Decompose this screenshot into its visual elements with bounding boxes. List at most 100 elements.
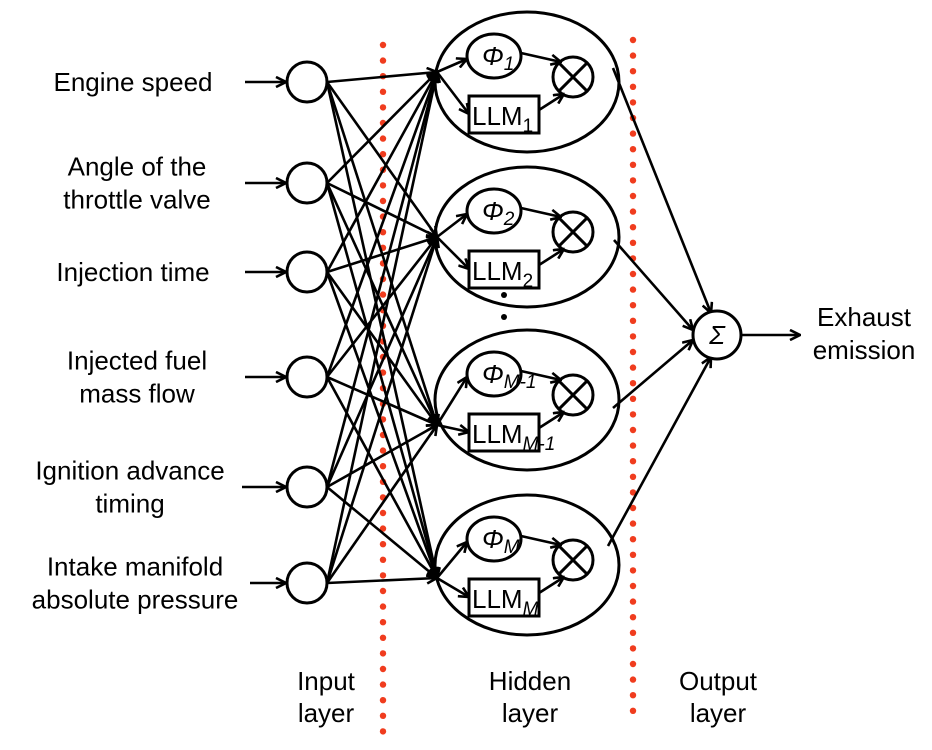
input-label: Intake manifold (47, 552, 223, 582)
output-label: Exhaust (817, 302, 912, 332)
separator-dot (629, 582, 637, 590)
phi-symbol-char: Φ (482, 359, 504, 389)
separator-dot (629, 333, 637, 340)
separator-dot (629, 629, 637, 636)
separator-dot (629, 239, 637, 246)
phi-symbol: Φ1 (482, 41, 514, 75)
separator-dot (379, 697, 387, 704)
arrow-llm-to-multiply (538, 249, 564, 267)
local-linear-model-box (467, 94, 541, 135)
input-node-group: Injection time (56, 250, 329, 294)
input-to-hidden-connection (326, 578, 437, 583)
phi-symbol-char: Φ (482, 524, 504, 554)
separator-dot (379, 291, 387, 298)
separator-dot (379, 587, 387, 595)
separator-dot (629, 645, 637, 652)
hidden-neuron-ellipse (433, 328, 621, 472)
arrow-llm-to-multiply (538, 577, 564, 595)
separator-dot (379, 525, 387, 532)
input-to-hidden-connection (325, 72, 437, 488)
separator-dot (629, 442, 637, 449)
input-neuron (285, 250, 329, 294)
input-neuron (285, 465, 329, 509)
separator-dot (379, 712, 387, 719)
connections (325, 72, 437, 584)
input-label: absolute pressure (32, 585, 239, 615)
multiply-icon (551, 538, 595, 582)
separator-dotted-line-2 (629, 36, 637, 714)
separator-dot (379, 104, 387, 111)
separator-dot (629, 598, 637, 605)
input-label: mass flow (79, 379, 195, 409)
separator-dot (629, 161, 637, 168)
input-to-hidden-connection (326, 72, 437, 84)
arrow-llm-to-multiply (538, 412, 564, 430)
separator-dot (629, 395, 637, 402)
llm-subscript: 1 (523, 116, 534, 137)
phi-symbol: Φ2 (482, 196, 515, 230)
input-to-hidden-connection (326, 375, 437, 425)
separator-dot (379, 41, 387, 49)
input-label: Injected fuel (67, 346, 207, 376)
separator-dot (379, 650, 387, 657)
separator-dot (379, 603, 387, 610)
phi-subscript: M (504, 537, 520, 558)
ellipsis-dot (501, 314, 507, 320)
separator-dot (629, 286, 637, 293)
hidden-to-output-connection (612, 340, 693, 409)
arrow-phi-to-multiply (520, 51, 561, 62)
multiply-icon (551, 373, 595, 417)
arrow-to-llm (436, 236, 469, 269)
separator-dot (629, 364, 637, 371)
input-neuron (285, 161, 329, 205)
llm-text: LLM (472, 419, 523, 449)
separator-dot (379, 229, 387, 236)
separator-dot (629, 208, 637, 215)
separator-dot (629, 36, 637, 44)
separator-dot (379, 151, 387, 158)
sum-symbol: Σ (708, 320, 726, 350)
separator-dot (629, 317, 637, 324)
multiply-cross-line (557, 61, 589, 93)
phi-subscript: 1 (504, 54, 515, 75)
input-label: timing (95, 489, 164, 519)
input-label: throttle valve (63, 185, 210, 215)
input-neuron (285, 60, 329, 104)
layer-label-line: Output (679, 666, 758, 696)
input-to-hidden-connection (325, 237, 437, 488)
separator-dot (379, 728, 387, 735)
multiply-cross-line (557, 544, 589, 576)
llm-subscript: M-1 (523, 434, 556, 455)
ellipsis-dot (501, 292, 507, 298)
separator-dot (629, 426, 637, 434)
arrow-to-llm (436, 423, 469, 432)
llm-text: LLM (472, 101, 523, 131)
separator-dot (629, 348, 637, 356)
separator-dot (629, 177, 637, 184)
input-label: Injection time (56, 257, 209, 287)
input-to-hidden-connection (326, 425, 437, 489)
multiply-cross-line (557, 216, 589, 248)
separator-dot (629, 270, 637, 278)
input-to-hidden-connection (326, 72, 437, 184)
membership-function-node (465, 515, 523, 563)
input-to-hidden-connection (325, 81, 437, 237)
separator-dot (629, 660, 637, 668)
input-to-hidden-connection (326, 181, 437, 237)
input-to-hidden-connection (325, 72, 437, 584)
separator-dot (629, 676, 637, 683)
separator-dot (629, 83, 637, 91)
input-to-hidden-connection (325, 425, 437, 584)
separator-dot (629, 707, 637, 714)
input-to-hidden-connection (325, 182, 437, 578)
separator-dot (379, 572, 387, 579)
separator-dot (379, 556, 387, 563)
llm-subscript: M (523, 599, 539, 620)
llm-subscript: 2 (523, 271, 534, 292)
